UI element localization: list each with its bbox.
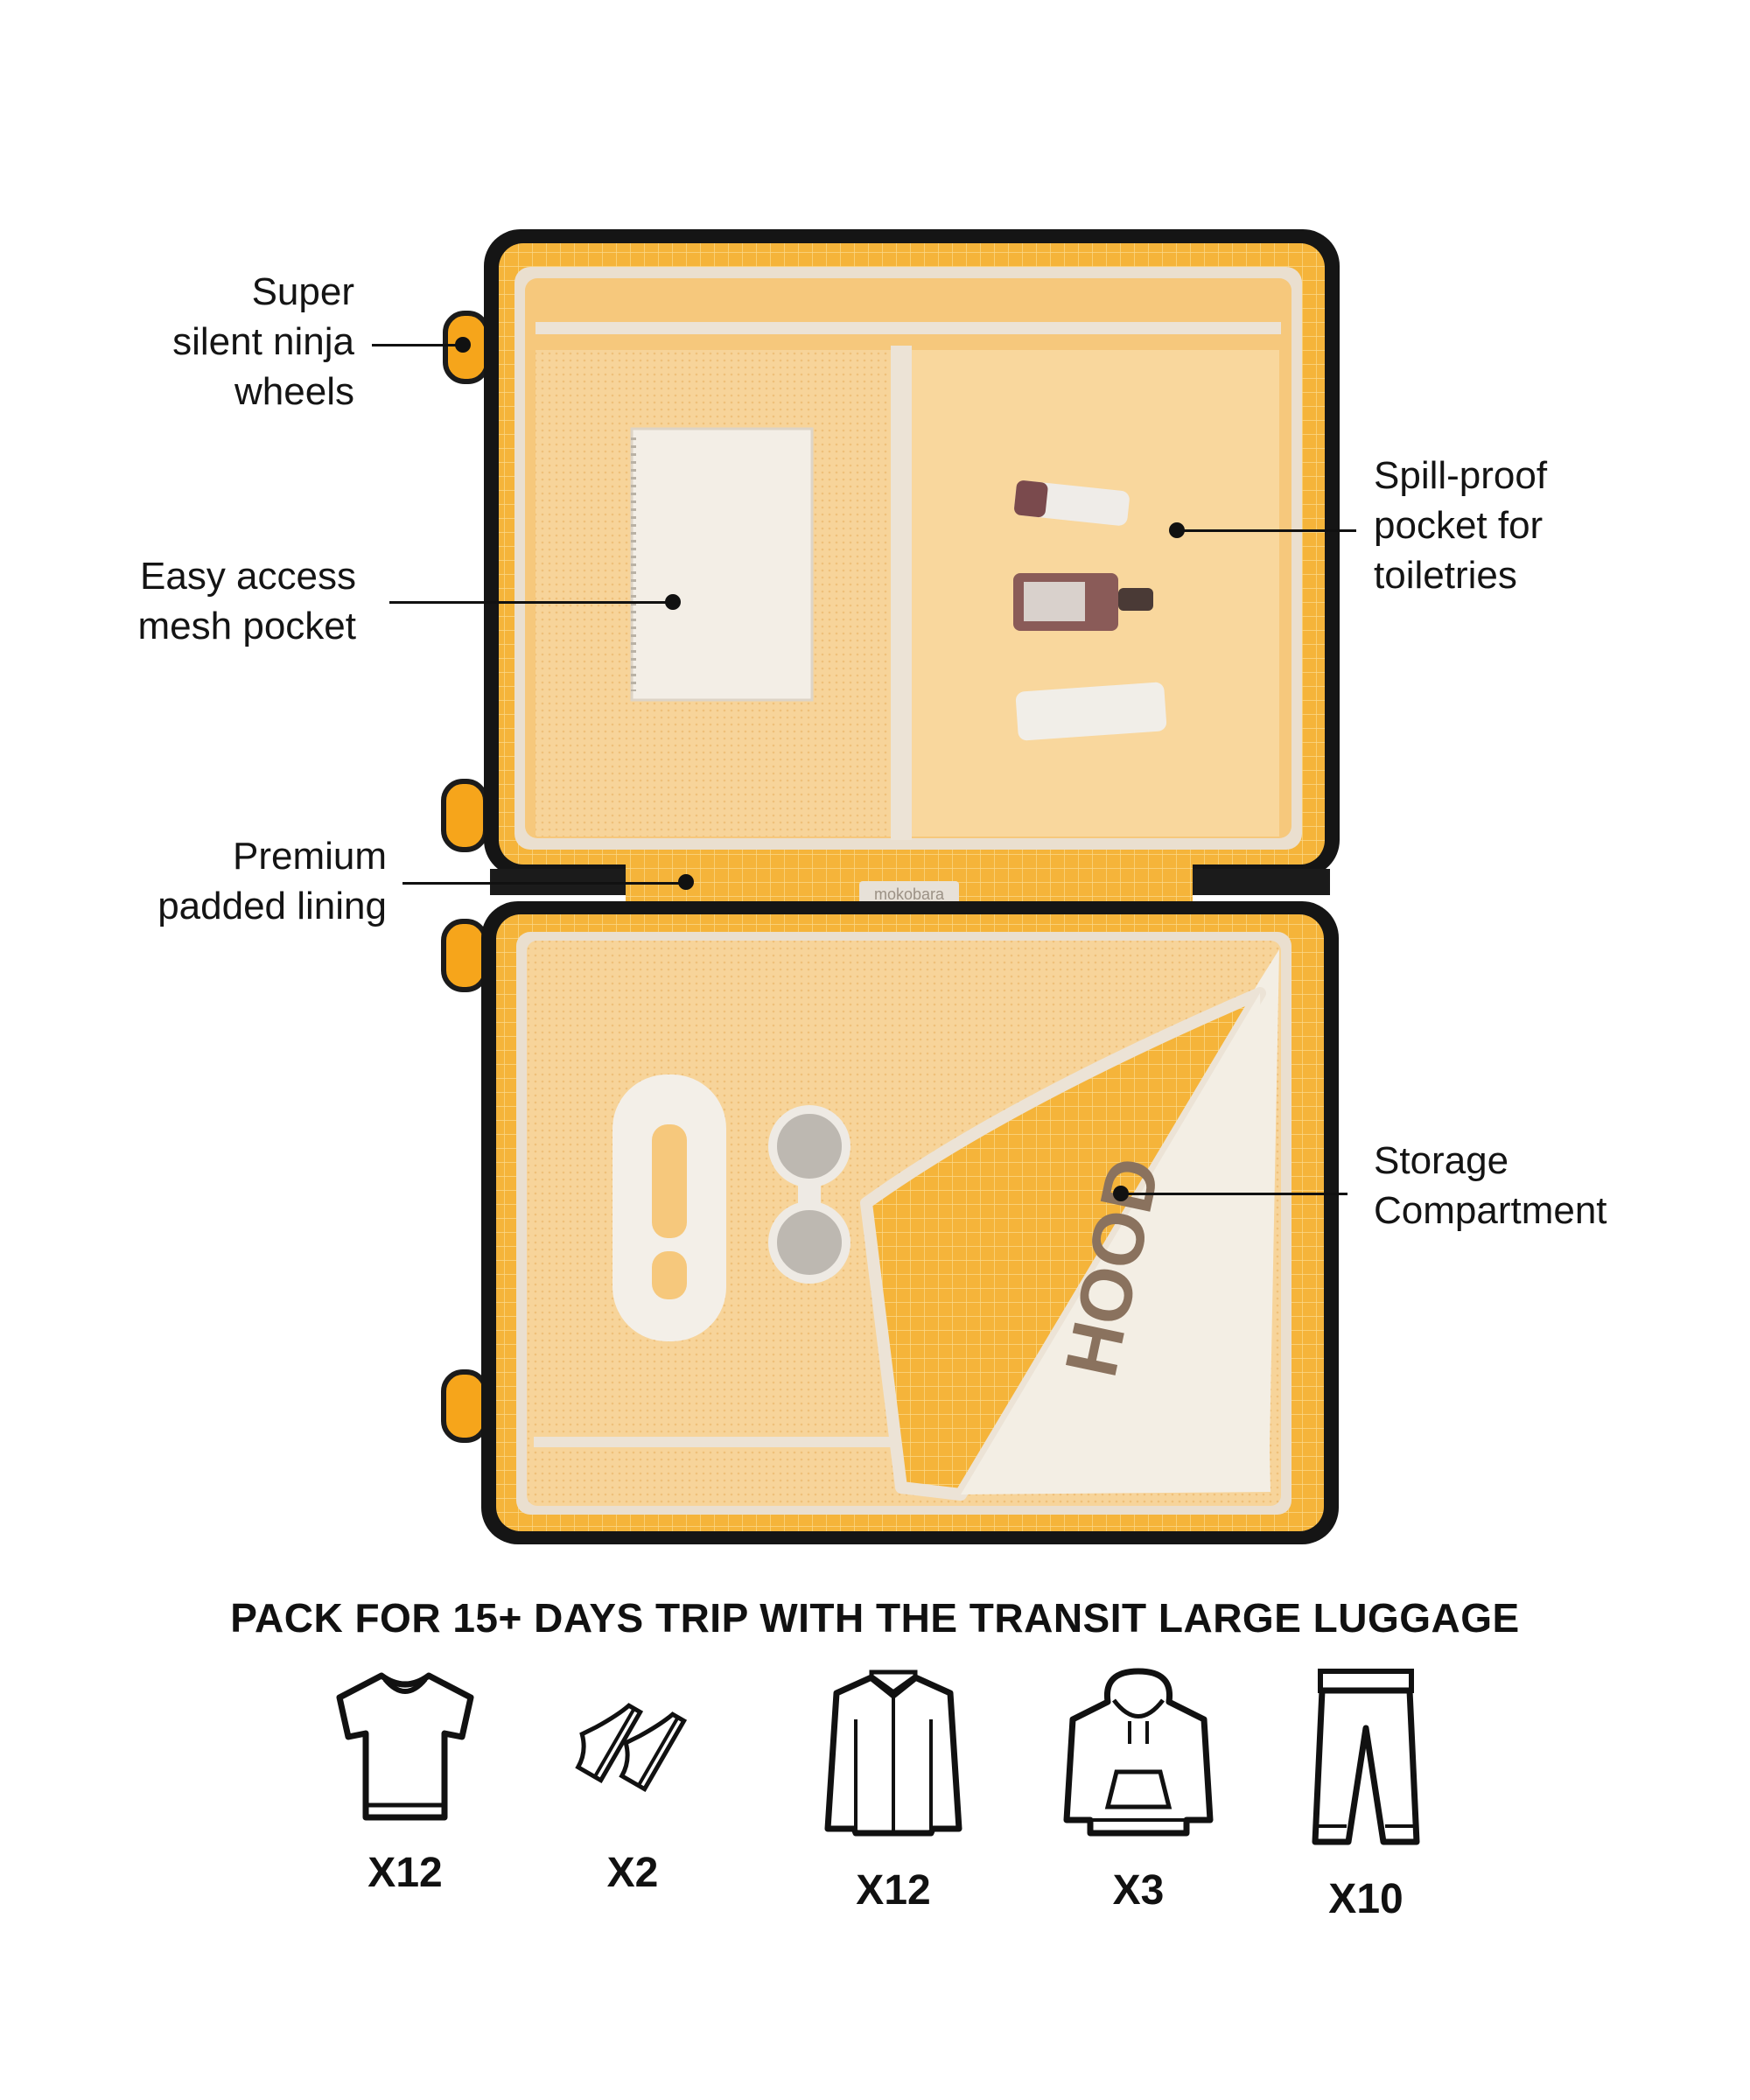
notebook [630,427,814,702]
callout-lining-line-2: padded lining [158,885,387,928]
brand-tag: mokobara [874,886,945,903]
pack-item-trousers: X10 [1261,1667,1471,1923]
hoodie-count: X3 [1112,1867,1165,1914]
callout-wheels: Super silent ninja wheels [114,267,354,416]
sneakers-icon [575,1703,688,1793]
callout-spill-line-2: pocket for [1374,504,1544,547]
pack-item-shirt: X12 [788,1667,998,1914]
wheels [441,311,490,1443]
callout-spill-line-3: toiletries [1374,554,1517,597]
leader-mesh-pocket [389,601,669,604]
pack-item-sneakers: X2 [528,1667,738,1897]
trousers-count: X10 [1328,1876,1404,1922]
dot-mesh-pocket [665,594,681,610]
trousers-icon [1312,1669,1420,1845]
shirt-icon [824,1670,962,1837]
callout-lining: Premium padded lining [88,831,387,931]
pack-item-tshirt: X12 [300,1667,510,1897]
tshirt-count: X12 [368,1850,443,1896]
pack-item-hoodie: X3 [1033,1667,1243,1914]
packing-headline: PACK FOR 15+ DAYS TRIP WITH THE TRANSIT … [230,1595,1520,1641]
callout-storage-line-1: Storage [1374,1139,1509,1182]
leader-wheels [372,344,459,346]
dot-storage [1113,1186,1129,1201]
hoodie-icon [1063,1668,1214,1837]
leader-spill-proof [1177,529,1356,532]
callout-mesh-pocket: Easy access mesh pocket [70,551,356,651]
dot-spill-proof [1169,522,1185,538]
callout-storage-line-2: Compartment [1374,1189,1607,1232]
bottom-shell: HOOD [481,901,1339,1544]
top-shell [484,229,1340,877]
eye-mask [612,1074,726,1341]
toiletries [1013,480,1167,741]
callout-storage: Storage Compartment [1374,1136,1689,1236]
shirt-count: X12 [856,1867,931,1914]
open-suitcase-illustration: mokobara HOOD [441,229,1340,1544]
storage-compartment-flap: HOOD [860,949,1279,1501]
leader-storage [1124,1193,1348,1195]
callout-mesh-line-1: Easy access [140,555,356,598]
callout-spill-proof: Spill-proof pocket for toiletries [1374,451,1654,600]
leader-lining [402,882,682,885]
callout-wheels-line-2: silent ninja [172,320,354,363]
tshirt-icon [336,1672,474,1821]
dot-wheels [455,337,471,353]
sneakers-count: X2 [606,1850,659,1896]
callout-wheels-line-3: wheels [234,370,354,413]
dot-lining [678,874,694,890]
callout-wheels-line-1: Super [251,270,354,313]
sunglasses [768,1105,850,1284]
callout-mesh-line-2: mesh pocket [137,605,356,648]
callout-lining-line-1: Premium [232,835,387,878]
callout-spill-line-1: Spill-proof [1374,454,1548,497]
